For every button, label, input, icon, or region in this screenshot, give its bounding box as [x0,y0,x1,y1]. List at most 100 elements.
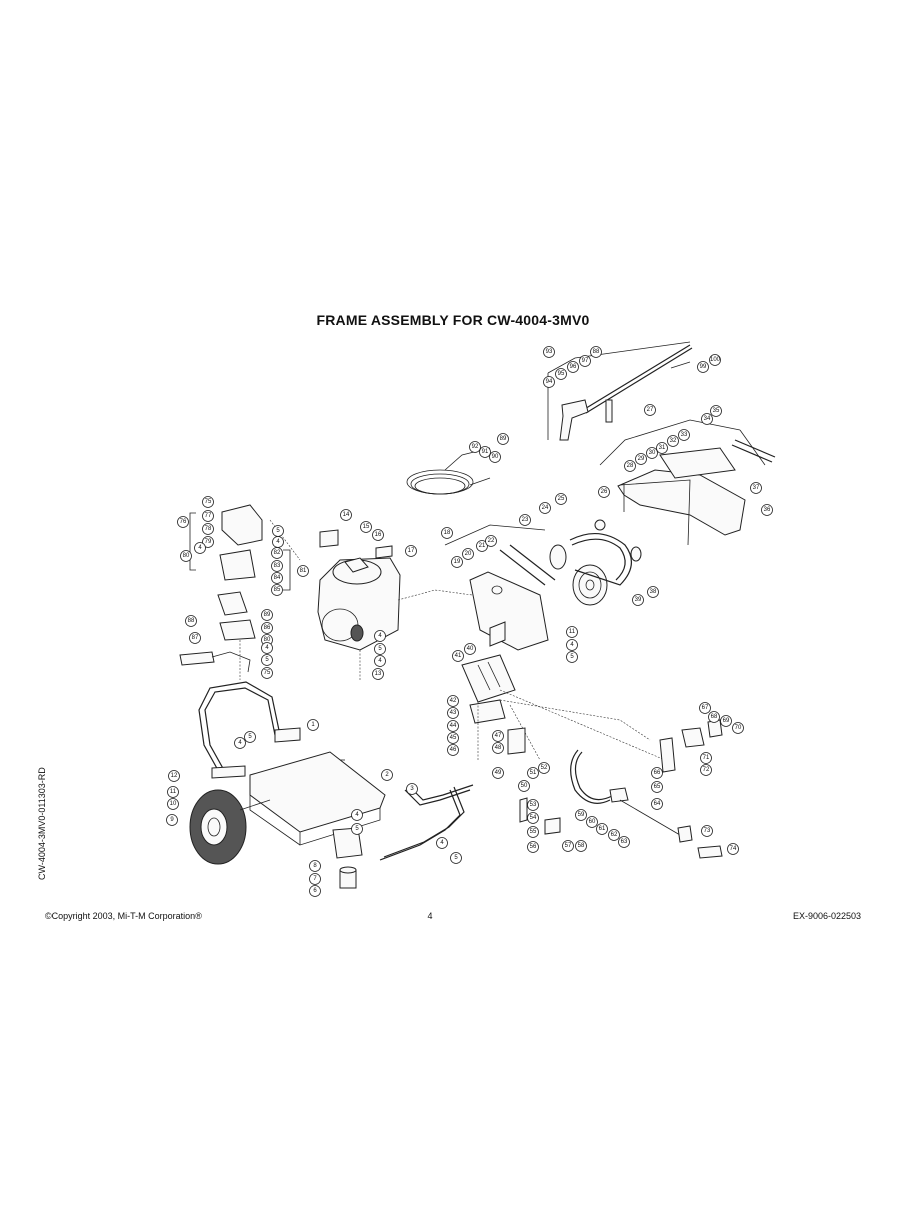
callout-label: 40 [467,646,474,652]
callout-44: 44 [447,720,459,732]
callout-4: 4 [194,542,206,554]
callout-circle [360,521,372,533]
callout-label: 92 [472,444,479,450]
callout-36: 36 [761,504,773,516]
callout-label: 34 [704,416,711,422]
callout-67: 67 [699,702,711,714]
callout-label: 50 [521,783,528,789]
callout-51: 51 [527,767,539,779]
side-document-code: CW-4004-3MV0-011303-RD [37,767,47,880]
callout-label: 25 [558,496,565,502]
callout-label: 77 [205,513,212,519]
callout-label: 65 [654,784,661,790]
callout-label: 5 [248,734,252,740]
callout-label: 18 [444,530,451,536]
callout-circle [618,836,630,848]
callout-label: 47 [495,733,502,739]
callout-circle [202,510,214,522]
callout-49: 49 [492,767,504,779]
frame-and-handle [198,681,474,889]
callout-21: 21 [476,540,488,552]
callout-label: 93 [546,349,553,355]
callout-label: 84 [274,575,281,581]
callout-circle [381,769,393,781]
callout-64: 64 [651,798,663,810]
callout-circle [667,435,679,447]
callout-label: 37 [753,485,760,491]
callout-label: 4 [198,545,202,551]
callout-circle [538,762,550,774]
callout-19: 19 [451,556,463,568]
callout-label: 76 [180,519,187,525]
callout-circle [678,429,690,441]
callout-label: 58 [578,843,585,849]
callout-2: 2 [381,769,393,781]
pump-mount-plate [444,524,556,651]
callout-label: 53 [530,802,537,808]
callout-label: 49 [495,770,502,776]
callout-label: 88 [188,618,195,624]
callout-91: 91 [479,446,491,458]
callout-circle [608,829,620,841]
callout-circle [309,873,321,885]
callout-7: 7 [309,873,321,885]
callout-47: 47 [492,730,504,742]
callout-label: 75 [264,670,271,676]
callout-circle [647,586,659,598]
callout-label: 6 [313,888,317,894]
callout-circle [436,837,448,849]
callout-circle [518,780,530,792]
callout-circle [527,812,539,824]
callout-32: 32 [667,435,679,447]
callout-circle [720,715,732,727]
callout-71: 71 [700,752,712,764]
callout-label: 59 [578,812,585,818]
callout-79: 79 [202,536,214,548]
callout-label: 70 [735,725,742,731]
callout-label: 12 [171,773,178,779]
callout-circle [167,786,179,798]
callout-circle [699,702,711,714]
callout-circle [447,744,459,756]
footer-copyright: ©Copyright 2003, Mi-T-M Corporation® [45,911,202,921]
callout-circle [189,632,201,644]
callout-circle [447,695,459,707]
callout-label: 48 [495,745,502,751]
callout-circle [167,798,179,810]
callout-circle [543,346,555,358]
callout-circle [651,767,663,779]
callout-label: 75 [205,499,212,505]
callout-circle [527,841,539,853]
callout-label: 4 [570,642,574,648]
callout-13: 13 [372,668,384,680]
callout-26: 26 [598,486,610,498]
callout-circle [271,584,283,596]
callout-label: 91 [482,449,489,455]
callout-17: 17 [405,545,417,557]
callout-circle [635,453,647,465]
callout-label: 78 [205,526,212,532]
callout-80: 80 [261,634,273,646]
callout-82: 82 [271,547,283,559]
callout-circle [497,433,509,445]
callout-label: 73 [704,828,711,834]
callout-24: 24 [539,502,551,514]
callout-55: 55 [527,826,539,838]
callout-label: 24 [542,505,549,511]
callout-69: 69 [720,715,732,727]
callout-88: 88 [185,615,197,627]
callout-label: 95 [558,371,565,377]
callout-label: 82 [274,550,281,556]
callout-label: 4 [378,633,382,639]
callout-label: 4 [265,645,269,651]
callout-label: 100 [710,357,721,363]
callout-label: 66 [654,770,661,776]
callout-label: 11 [170,789,177,795]
callout-circle [656,442,668,454]
callout-label: 29 [638,456,645,462]
callout-label: 89 [500,436,507,442]
callout-label: 16 [375,532,382,538]
callout-circle [492,767,504,779]
callout-96: 96 [567,361,579,373]
callout-5: 5 [450,852,462,864]
